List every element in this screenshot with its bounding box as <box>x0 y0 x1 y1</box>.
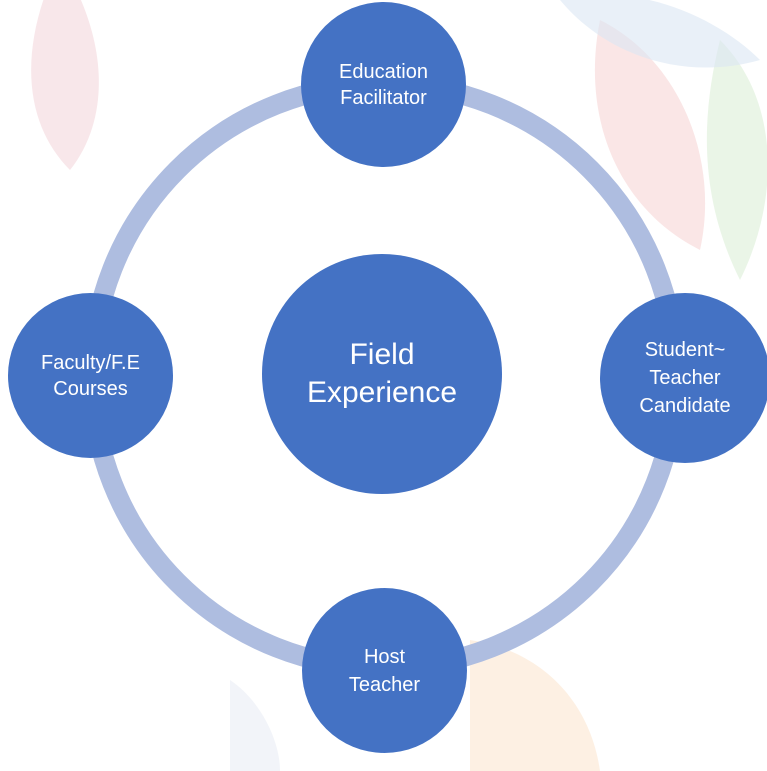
decorative-petal-top-right <box>594 20 706 250</box>
node-host-teacher: Host Teacher <box>302 588 467 753</box>
decorative-petal-right-green <box>706 40 767 280</box>
center-label-field-experience: Field Experience <box>306 338 458 409</box>
decorative-petal-bottom-orange <box>470 640 600 771</box>
node-label-student-teacher-candidate: Student~ Teacher Candidate <box>639 339 731 417</box>
node-education-facilitator: Education Facilitator <box>301 2 466 167</box>
decorative-petal-top-left <box>31 0 99 170</box>
node-student-teacher-candidate: Student~ Teacher Candidate <box>600 293 767 463</box>
decorative-petal-bottom-left <box>230 680 280 771</box>
node-label-host-teacher: Host Teacher <box>348 645 421 696</box>
node-label-faculty-fe-courses: Faculty/F.E Courses <box>41 351 140 400</box>
node-field-experience: Field Experience <box>262 254 502 494</box>
node-label-education-facilitator: Education Facilitator <box>339 60 428 109</box>
node-faculty-fe-courses: Faculty/F.E Courses <box>8 293 173 458</box>
decorative-petal-right-blue <box>560 0 760 68</box>
